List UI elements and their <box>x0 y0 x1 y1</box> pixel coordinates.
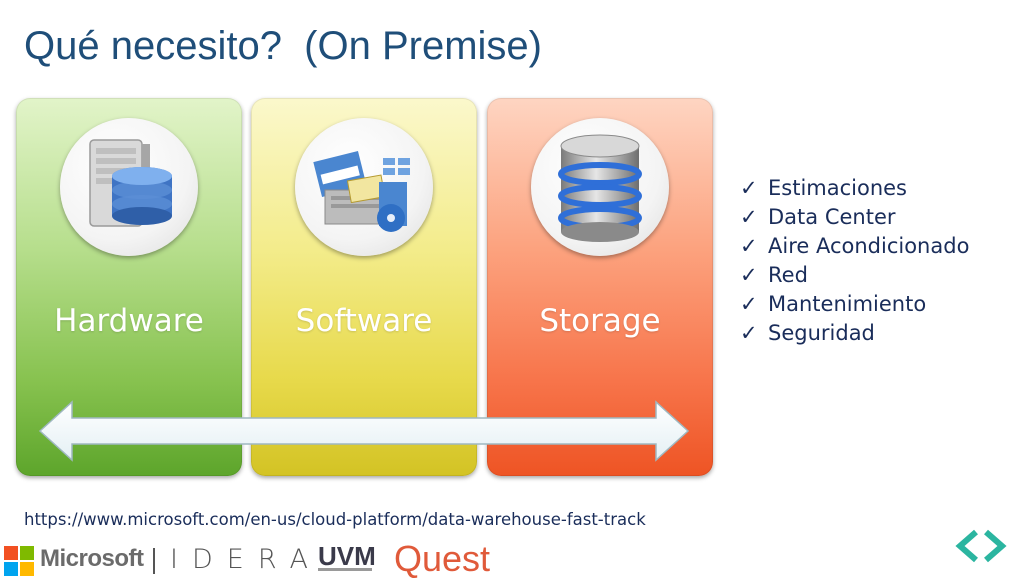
software-box-icon <box>295 118 433 256</box>
storage-card: Storage <box>487 98 713 476</box>
list-item-label: Estimaciones <box>768 176 908 200</box>
list-item: ✓ Red <box>740 261 969 290</box>
list-item-label: Seguridad <box>768 321 875 345</box>
check-icon: ✓ <box>740 176 758 200</box>
microsoft-logo-text: Microsoft <box>40 545 144 572</box>
list-item-label: Aire Acondicionado <box>768 234 970 258</box>
database-cylinder-icon <box>531 118 669 256</box>
requirements-checklist: ✓ Estimaciones ✓ Data Center ✓ Aire Acondic… <box>740 174 969 348</box>
logo-divider <box>153 548 155 574</box>
list-item: ✓ Seguridad <box>740 319 969 348</box>
check-icon: ✓ <box>740 234 758 258</box>
uvm-logo-underline <box>318 568 372 571</box>
card-label: Software <box>295 303 433 339</box>
code-brackets-logo-icon <box>955 529 1007 563</box>
list-item: ✓ Mantenimiento <box>740 290 969 319</box>
list-item-label: Red <box>768 263 808 287</box>
quest-logo-text: Quest <box>394 538 491 579</box>
check-icon: ✓ <box>740 321 758 345</box>
double-arrow-icon <box>38 400 690 462</box>
check-icon: ✓ <box>740 263 758 287</box>
software-card: Software <box>251 98 477 476</box>
list-item: ✓ Estimaciones <box>740 174 969 203</box>
card-label: Storage <box>539 303 661 339</box>
slide-title: Qué necesito? (On Premise) <box>24 24 542 68</box>
list-item: ✓ Aire Acondicionado <box>740 232 969 261</box>
idera-logo-text: IDERA <box>170 544 322 575</box>
check-icon: ✓ <box>740 205 758 229</box>
server-database-icon <box>60 118 198 256</box>
card-label: Hardware <box>54 303 204 339</box>
list-item-label: Mantenimiento <box>768 292 927 316</box>
hardware-card: Hardware <box>16 98 242 476</box>
list-item: ✓ Data Center <box>740 203 969 232</box>
source-url-link[interactable]: https://www.microsoft.com/en-us/cloud-pl… <box>24 510 646 529</box>
check-icon: ✓ <box>740 292 758 316</box>
list-item-label: Data Center <box>768 205 896 229</box>
uvm-logo-text: UVM <box>318 541 376 571</box>
microsoft-logo-icon <box>4 546 34 576</box>
sponsor-logos: Microsoft IDERA UVM Quest <box>0 538 520 579</box>
